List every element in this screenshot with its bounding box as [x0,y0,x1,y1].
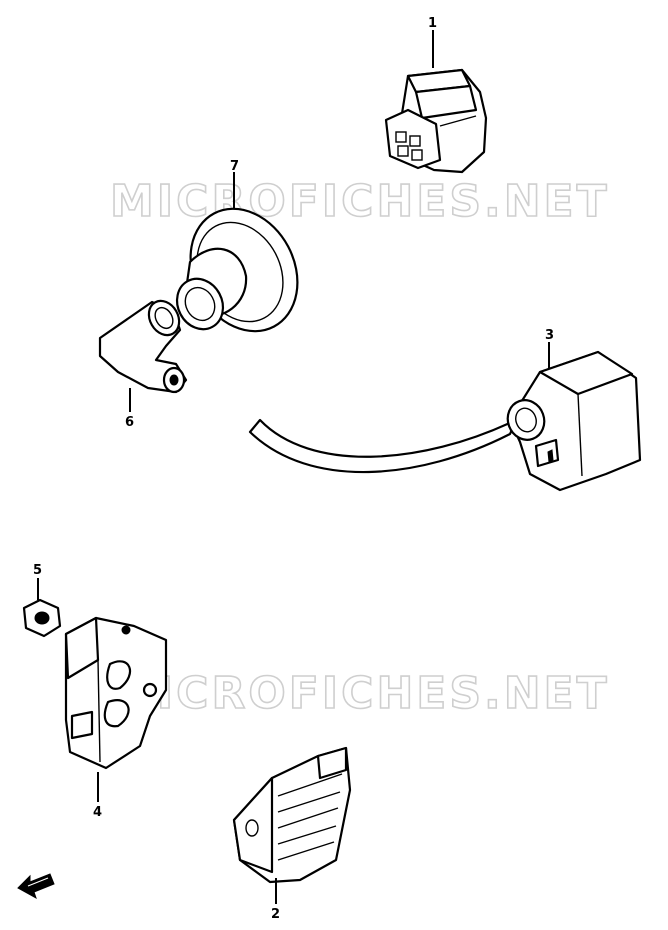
callout-1: 1 [428,16,437,31]
callout-3: 3 [545,328,554,343]
callout-2: 2 [271,907,280,922]
part-5-nut[interactable] [22,578,62,638]
part-4-bracket[interactable] [64,616,168,802]
part-6-plug-cap[interactable] [98,295,188,412]
front-arrow-icon [17,873,55,900]
callout-4: 4 [93,805,102,820]
part-3-ignition-coil[interactable] [248,342,642,492]
part-1-connector[interactable] [384,30,488,174]
callout-6: 6 [125,415,134,430]
callout-7: 7 [230,159,239,174]
part-2-regulator[interactable] [232,746,352,904]
watermark-top: MICROFICHES.NET [110,176,610,227]
callout-5: 5 [33,563,42,578]
watermark-bottom: MICROFICHES.NET [110,668,610,719]
part-7-cover[interactable] [168,172,318,350]
